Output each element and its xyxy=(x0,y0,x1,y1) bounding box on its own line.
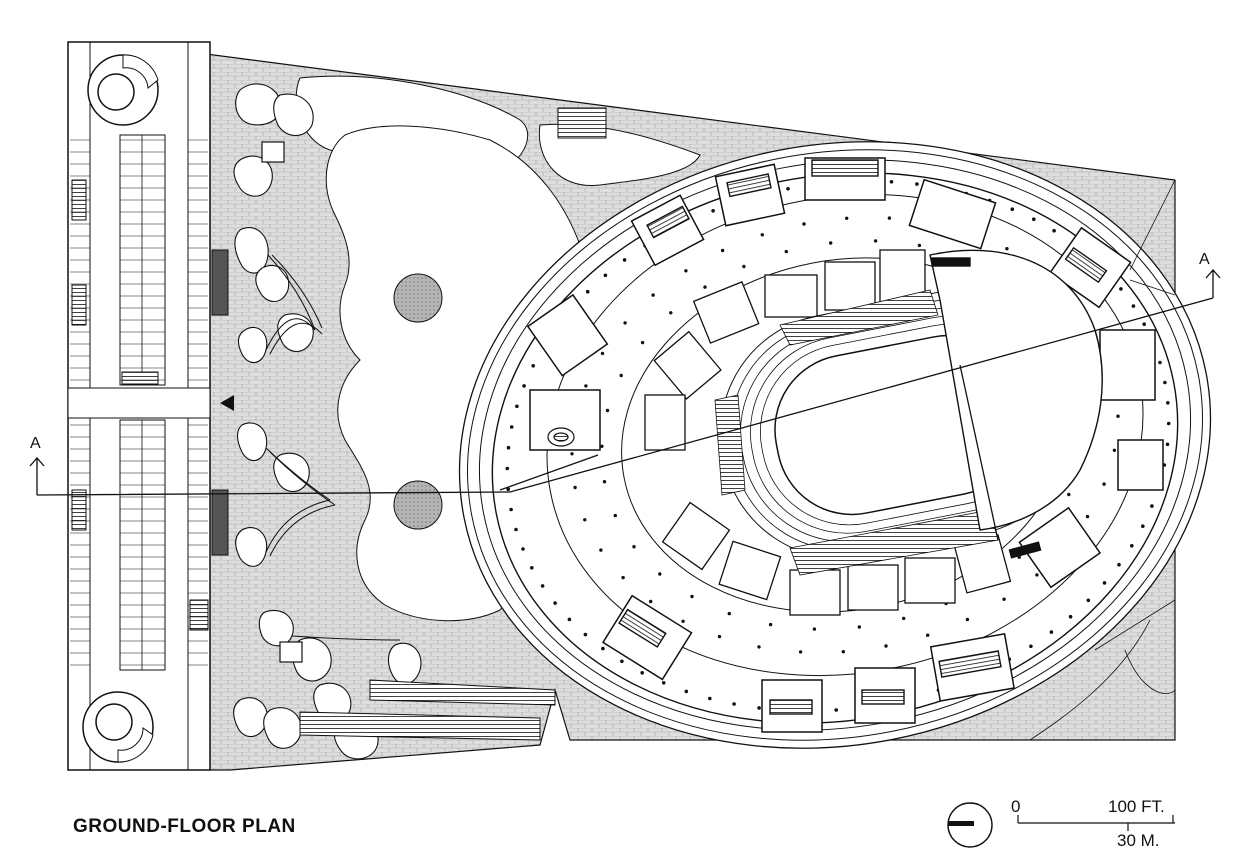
section-marker-west-label: A xyxy=(30,435,41,452)
section-marker-icon xyxy=(29,269,1221,495)
arena-suite-hatching xyxy=(618,159,1108,715)
scale-meters-label: 30 M. xyxy=(1117,831,1160,850)
parking-stalls xyxy=(70,139,208,666)
parking-garage xyxy=(67,41,229,771)
scale-feet-label: 100 FT. xyxy=(1108,797,1165,816)
garden-kiosks xyxy=(261,141,303,663)
spiral-stair-icon xyxy=(547,427,575,447)
bowl-service-rooms xyxy=(644,249,1012,616)
steps-ramp-south xyxy=(161,51,607,741)
scale-zero-label: 0 xyxy=(1011,797,1020,816)
garden-paths xyxy=(265,254,401,641)
pool-north xyxy=(393,273,443,323)
north-arrow-icon xyxy=(947,802,993,848)
section-cut-line xyxy=(36,297,1214,541)
bowl-seating-blocks xyxy=(714,289,999,576)
pool-south xyxy=(393,480,443,530)
east-site-lines xyxy=(1029,179,1176,741)
section-marker-east-label: A xyxy=(1199,251,1210,268)
scale-bar xyxy=(1017,815,1175,831)
drawing-title: GROUND-FLOOR PLAN xyxy=(73,816,296,837)
arena-east-court xyxy=(929,249,1103,559)
